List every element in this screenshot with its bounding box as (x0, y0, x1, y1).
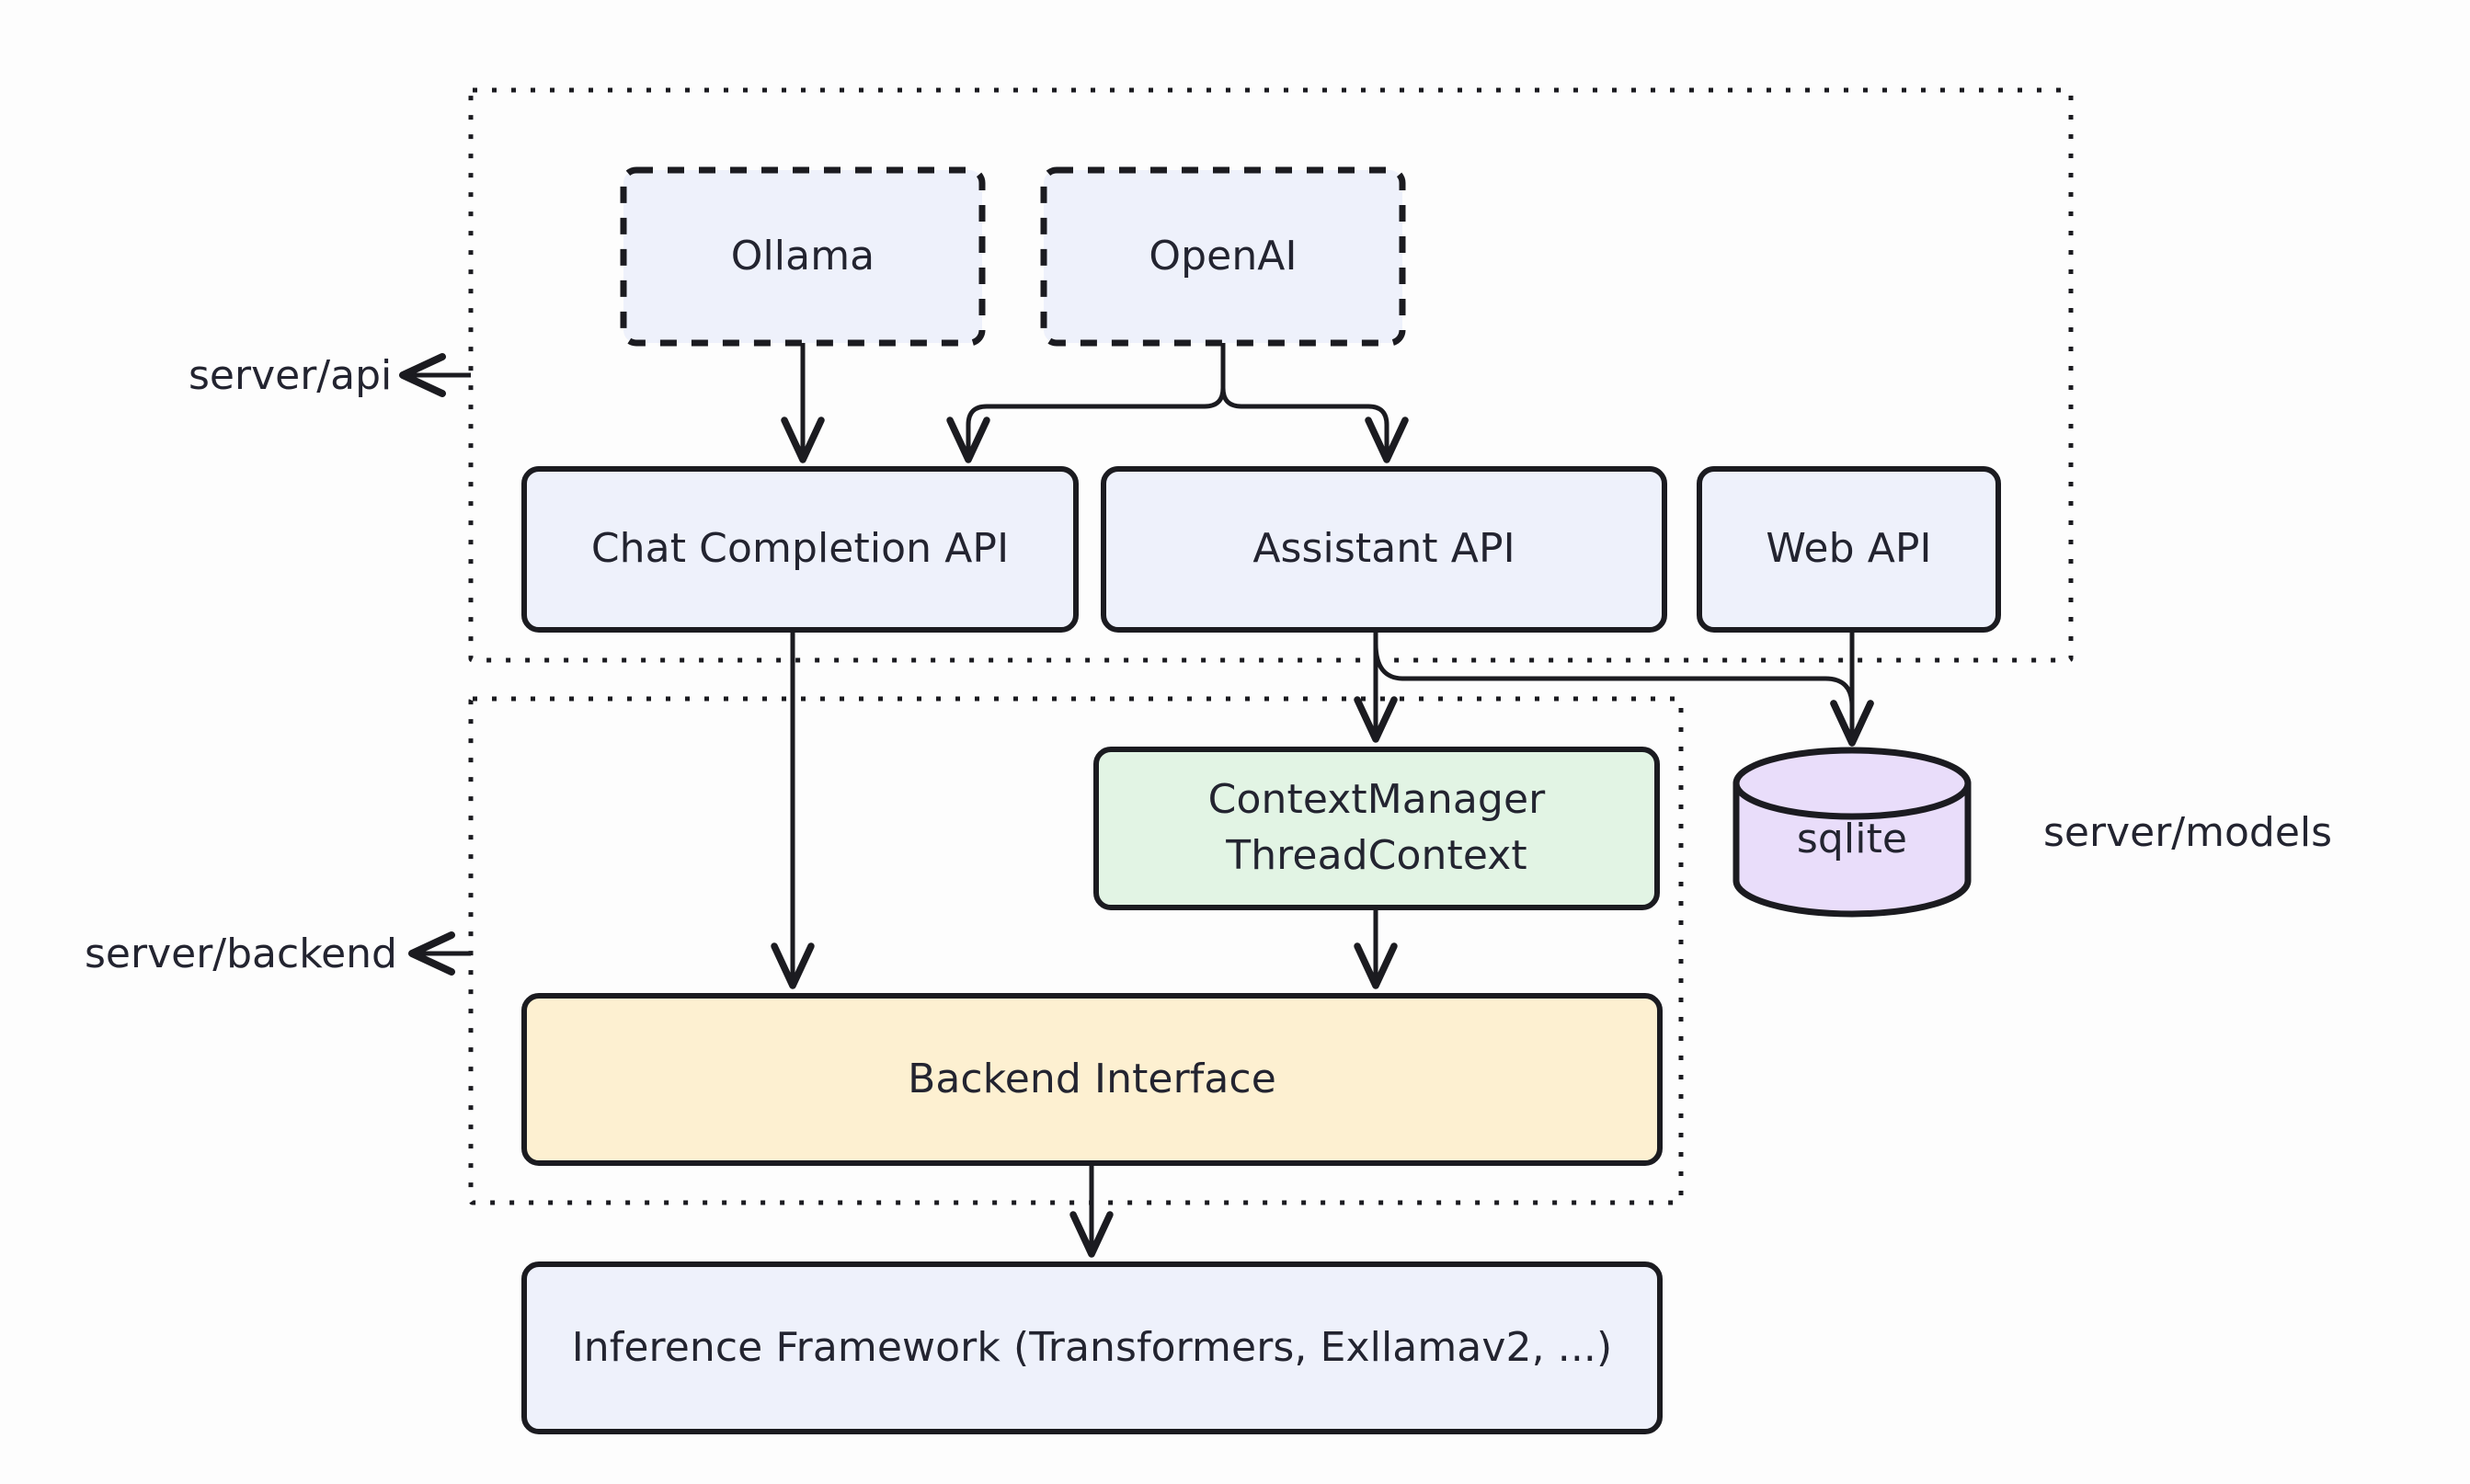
group-label-server-models: server/models (2043, 809, 2333, 856)
node-ollama[interactable] (620, 166, 986, 347)
group-label-server-api: server/api (189, 352, 393, 399)
node-assistant-api[interactable] (1101, 466, 1667, 633)
node-backend-interface[interactable] (521, 993, 1663, 1166)
group-container-server-backend (468, 696, 1684, 1205)
edge-openai-branch-right (1220, 340, 1409, 463)
edge-openai-branch-left (946, 340, 1226, 463)
node-openai[interactable] (1040, 166, 1406, 347)
node-inference-framework[interactable] (521, 1261, 1663, 1434)
node-context-manager[interactable] (1093, 747, 1660, 910)
node-chat-completion-api[interactable] (521, 466, 1079, 633)
node-sqlite[interactable] (1732, 747, 1972, 918)
node-web-api[interactable] (1697, 466, 2001, 633)
group-label-server-backend: server/backend (85, 930, 397, 977)
